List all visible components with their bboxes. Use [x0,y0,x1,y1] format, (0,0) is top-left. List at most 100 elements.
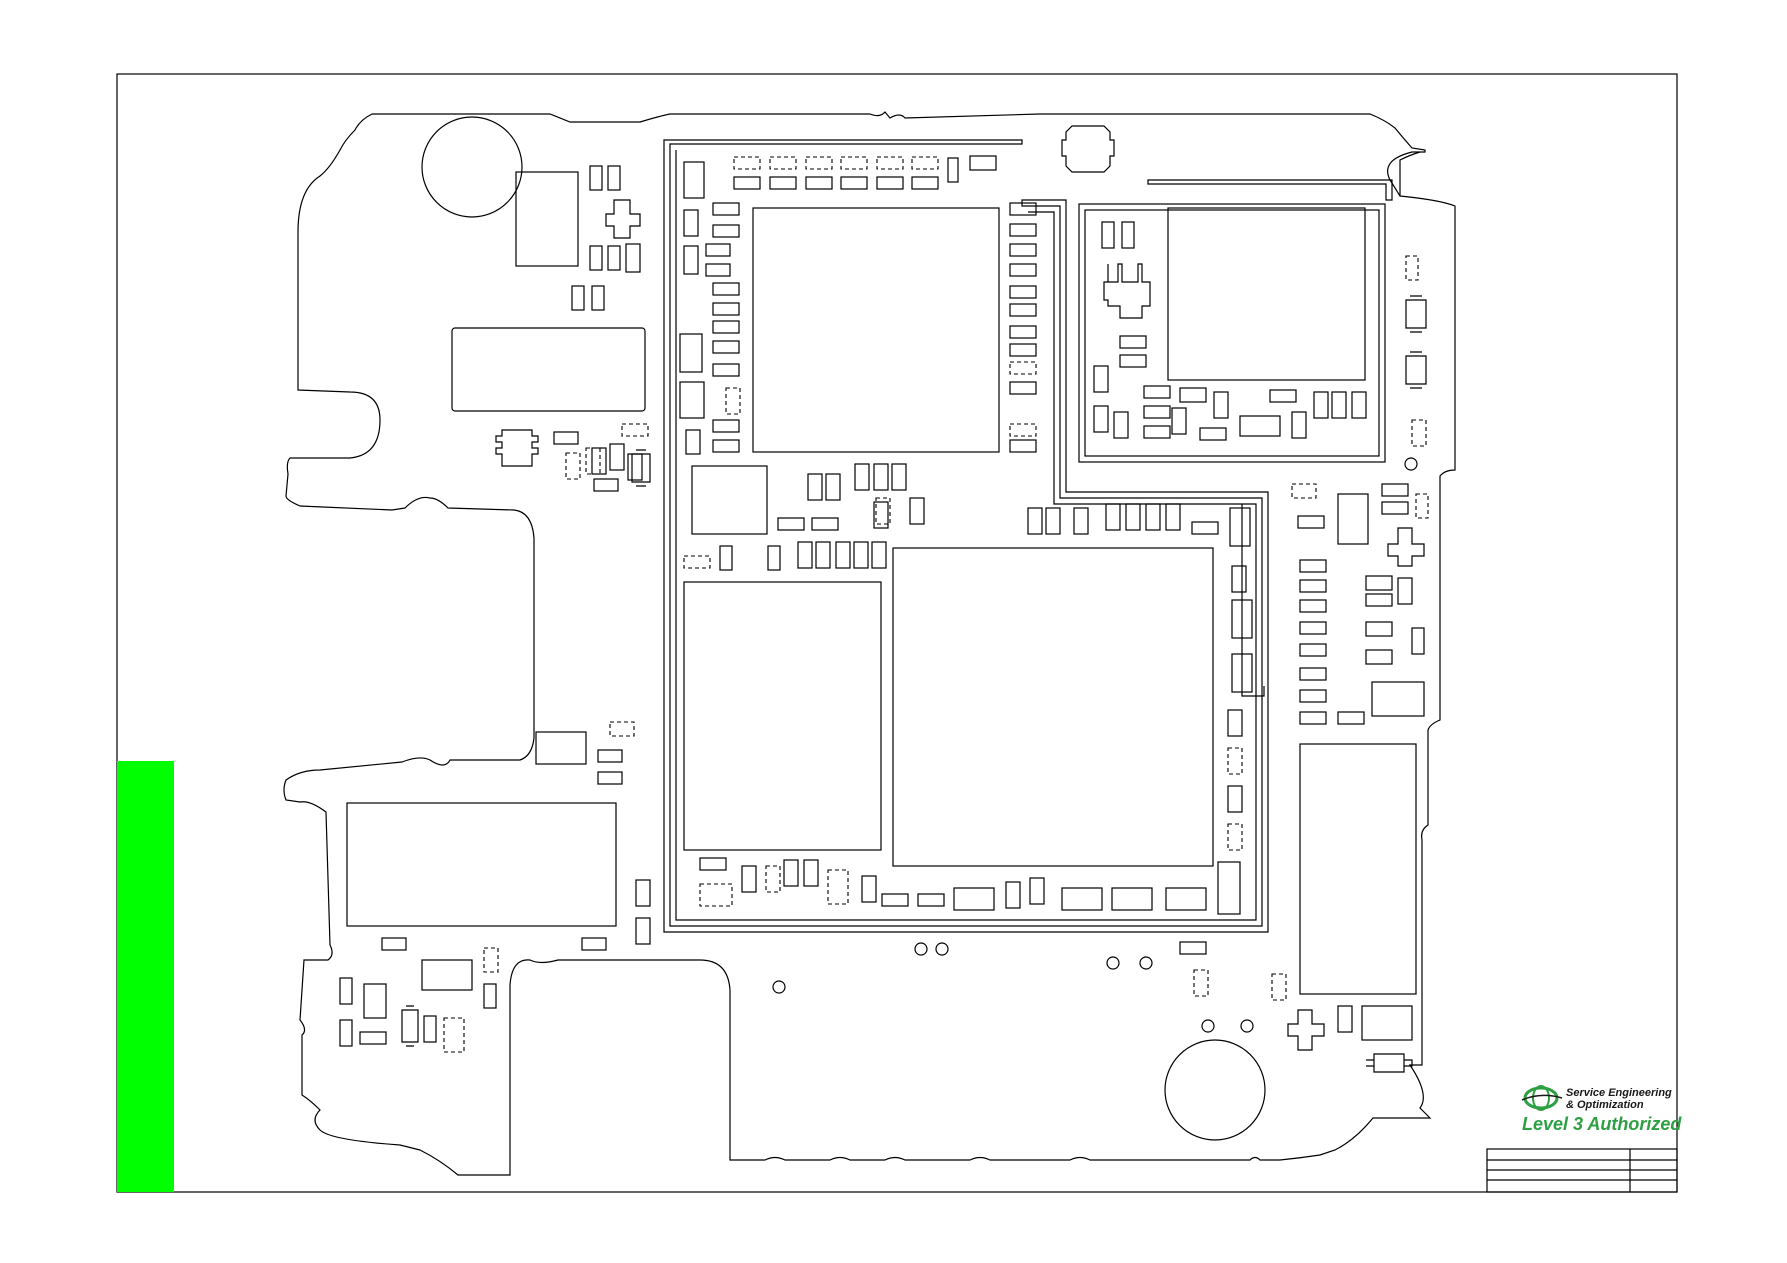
smd-component [705,263,731,277]
smd-component [1351,391,1367,419]
unpopulated-component [876,156,904,170]
smd-component [1101,221,1115,249]
smd-component [741,865,757,893]
button [1366,1053,1413,1073]
smd-component [591,447,607,475]
smd-component [909,497,925,525]
ic-rf-transceiver [1167,207,1366,381]
smd-component [1027,507,1043,535]
smd-component [840,176,868,190]
green-side-bar [117,761,174,1192]
smd-component [1179,941,1207,955]
smd-component [705,243,731,257]
smd-component [777,517,805,531]
smd-component [593,478,619,492]
smd-component [1337,711,1365,725]
smd-component [917,893,945,907]
smd-component [1105,503,1121,531]
unpopulated-component [1193,969,1209,997]
smd-component [1093,405,1109,433]
smd-component [719,545,733,571]
smd-component [1009,202,1037,216]
smd-component [1299,711,1327,725]
smd-component [1199,427,1227,441]
smd-component [1365,621,1393,637]
smd-component [635,879,651,907]
smd-component [685,429,701,455]
smd-component [591,285,605,311]
smd-component [947,157,959,183]
smd-component [712,224,740,238]
smd-component [712,340,740,354]
smd-component [1299,621,1327,635]
mounting-hole-bottom [1164,1039,1266,1141]
ic-sensor [691,465,768,535]
smd-component [627,453,643,481]
smd-component [712,439,740,453]
smd-component [609,443,625,471]
smd-component [876,176,904,190]
smd-component [1365,649,1393,665]
smd-component [625,243,641,273]
unpopulated-component [683,555,711,569]
smd-component [1093,365,1109,393]
smd-component [597,771,623,785]
unpopulated-component [875,497,891,525]
smd-component [767,545,781,571]
fiducial [1240,1019,1254,1033]
smd-component [825,473,841,501]
smd-component [807,473,823,501]
smd-component [1113,411,1129,439]
unpopulated-components [443,156,1429,1053]
transistor [1287,1009,1325,1051]
smd-component [1381,501,1409,515]
smd-component [873,463,889,491]
unpopulated-component [733,156,761,170]
logo-line-3: Level 3 Authorized [1522,1114,1682,1134]
smd-component [873,501,889,529]
smd-component [1009,223,1037,237]
smd-component [1009,343,1037,357]
title-block [1486,1148,1678,1193]
smd-component [1227,709,1243,737]
unpopulated-component [1009,361,1037,375]
smd-component [1299,689,1327,703]
smd-component [733,176,761,190]
drawing-frame [116,73,1678,1193]
ic-packages [346,171,1417,995]
smd-component [1061,887,1103,911]
globe-ring-icon [1521,1085,1563,1111]
smd-component [571,285,585,311]
smd-component [712,282,740,296]
ic-connector [451,327,646,412]
unpopulated-component [1291,483,1317,499]
smd-component [363,983,387,1019]
smd-component [359,1031,387,1045]
smd-component [1179,387,1207,403]
smd-component [1371,681,1425,717]
unpopulated-component [1271,973,1287,1001]
mounting-holes [421,116,1418,1141]
fiducial [935,942,949,956]
smd-component [1291,411,1307,439]
smd-component [1231,599,1253,639]
smd-component [339,1019,353,1047]
passive-components [339,155,1425,1047]
logo-line-1: Service Engineering [1566,1087,1672,1099]
smd-component [339,977,353,1005]
smd-component [871,541,887,569]
smd-component [589,165,603,191]
smd-component [854,463,870,491]
smd-component [1119,335,1147,349]
ic-audio [346,802,617,927]
ic-sot [495,429,539,467]
smd-component [1009,325,1037,339]
smd-component [699,857,727,871]
led [1405,351,1427,389]
smd-component [1239,415,1281,437]
smd-component [1397,577,1413,605]
smd-component [1299,559,1327,573]
main-shield [663,139,1269,933]
smd-component [1165,887,1207,911]
unpopulated-component [1227,747,1243,775]
